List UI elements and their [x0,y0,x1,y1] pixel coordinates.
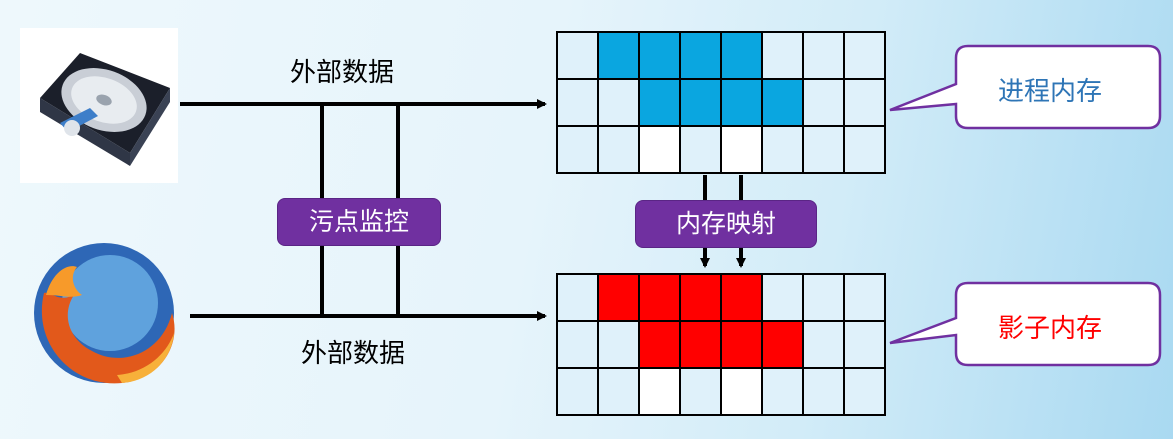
shadow-memory-cell [557,321,598,368]
shadow-memory-cell [557,274,598,321]
shadow-memory-cell [762,274,803,321]
shadow-memory-cell [762,321,803,368]
process-memory-cell [680,79,721,126]
process-memory-cell [721,32,762,79]
process-memory-cell [762,126,803,173]
process-memory-cell [762,32,803,79]
process-memory-cell [639,79,680,126]
firefox-browser-icon [22,233,185,393]
shadow-memory-cell [844,368,885,415]
shadow-memory-cell [803,274,844,321]
shadow-memory-cell [598,274,639,321]
external-data-label-top: 外部数据 [290,58,395,88]
shadow-memory-cell [680,274,721,321]
hard-disk-icon [20,28,178,183]
process-memory-cell [639,32,680,79]
process-memory-cell [639,126,680,173]
shadow-memory-cell [639,368,680,415]
shadow-memory-cell [598,368,639,415]
process-memory-cell [721,79,762,126]
memory-mapping-tag: 内存映射 [636,201,816,247]
process-memory-cell [803,32,844,79]
shadow-memory-cell [557,368,598,415]
shadow-memory-cell [639,321,680,368]
shadow-memory-cell [639,274,680,321]
shadow-memory-cell [680,368,721,415]
shadow-memory-cell [721,274,762,321]
shadow-memory-cell [803,321,844,368]
process-memory-cell [557,126,598,173]
process-memory-cell [680,126,721,173]
process-memory-cell [803,126,844,173]
process-memory-cell [762,79,803,126]
process-memory-cell [598,32,639,79]
process-memory-cell [844,79,885,126]
shadow-memory-cell [844,321,885,368]
process-memory-cell [680,32,721,79]
process-memory-label: 进程内存 [998,77,1103,107]
taint-monitor-tag: 污点监控 [278,199,440,245]
process-memory-cell [844,32,885,79]
shadow-memory-cell [680,321,721,368]
shadow-memory-label: 影子内存 [998,314,1103,344]
shadow-memory-cell [721,368,762,415]
process-memory-cell [557,79,598,126]
shadow-memory-cell [598,321,639,368]
process-memory-cell [844,126,885,173]
process-memory-cell [803,79,844,126]
shadow-memory-cell [762,368,803,415]
process-memory-cell [598,79,639,126]
shadow-memory-cell [803,368,844,415]
process-memory-grid [556,31,886,174]
shadow-memory-cell [721,321,762,368]
process-memory-cell [557,32,598,79]
shadow-memory-cell [844,274,885,321]
external-data-label-bottom: 外部数据 [301,339,406,369]
shadow-memory-grid [556,273,886,416]
process-memory-cell [598,126,639,173]
shadow-memory-callout [889,281,1162,367]
process-memory-cell [721,126,762,173]
process-memory-callout [889,44,1162,130]
